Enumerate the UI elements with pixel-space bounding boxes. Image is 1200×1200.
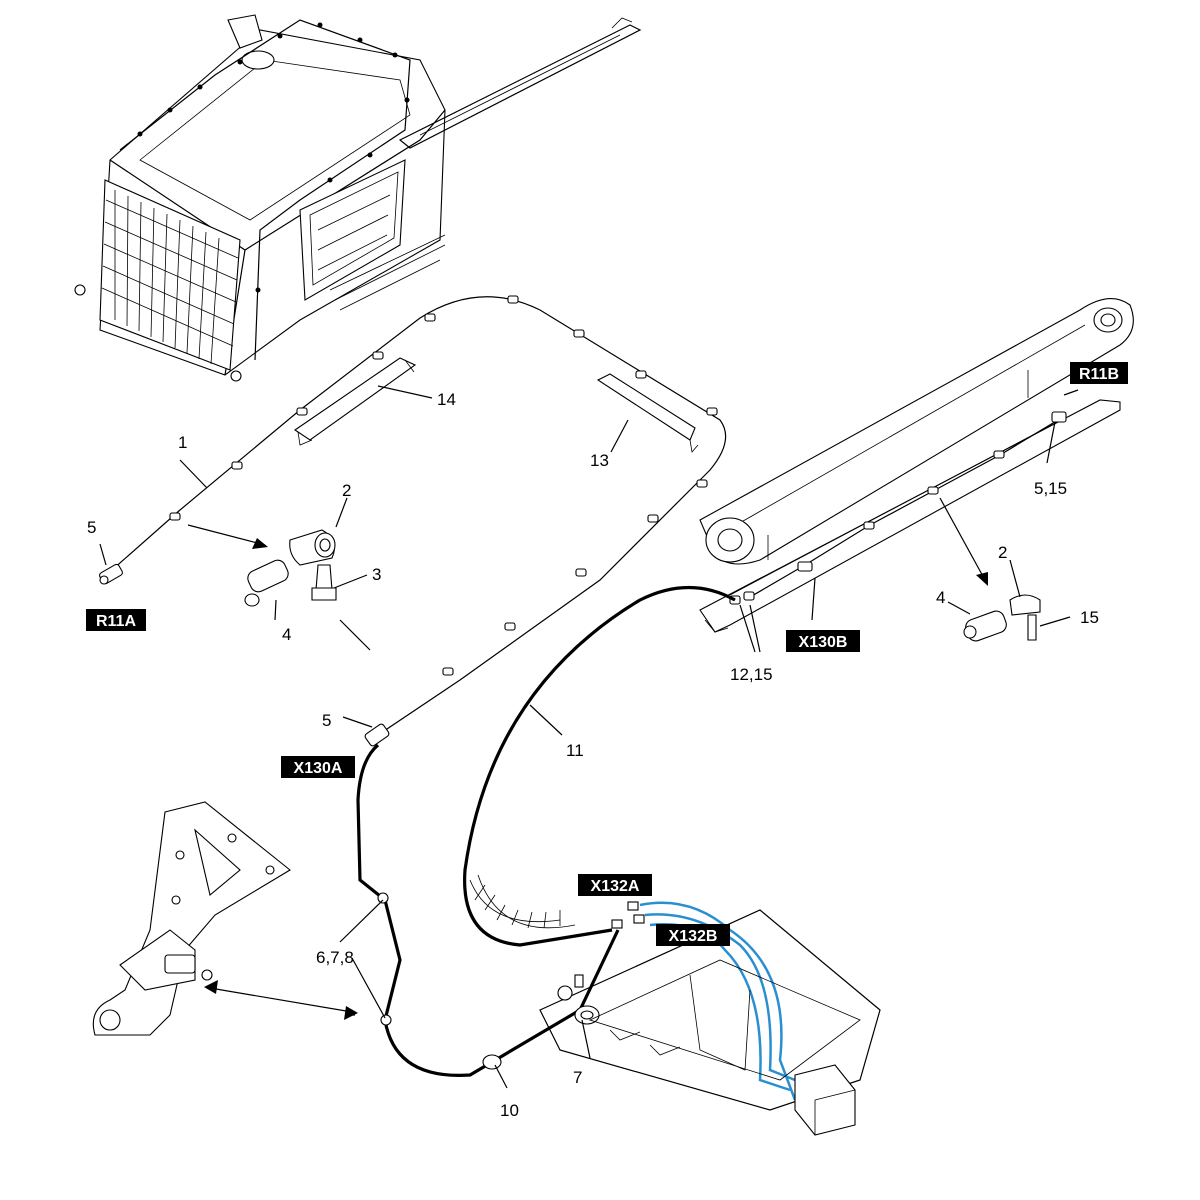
roof-harness-rail bbox=[398, 17, 642, 149]
svg-text:R11A: R11A bbox=[96, 613, 136, 630]
leader-lines bbox=[99, 385, 1079, 1089]
callout-labels: 1 2 3 4 5 14 13 5,15 2 4 15 12,15 5 11 6… bbox=[87, 390, 1099, 1120]
cab-door bbox=[299, 159, 406, 301]
callout-14: 14 bbox=[437, 390, 456, 409]
connector-tags: R11A R11B X130A X130B X132A X132B bbox=[86, 362, 1128, 946]
cover-13 bbox=[596, 373, 699, 453]
callout-11: 11 bbox=[566, 741, 584, 760]
clip-detail-left bbox=[244, 529, 337, 607]
callout-4-right: 4 bbox=[936, 588, 945, 607]
harness-11 bbox=[356, 586, 736, 1077]
callout-1: 1 bbox=[178, 433, 187, 452]
tag-x130a: X130A bbox=[281, 756, 355, 778]
front-grille bbox=[99, 179, 241, 371]
tag-x132a: X132A bbox=[578, 874, 652, 896]
tag-r11a: R11A bbox=[86, 609, 146, 631]
sensor-r11a bbox=[99, 563, 123, 585]
callout-7: 7 bbox=[573, 1068, 582, 1087]
callout-6-7-8: 6,7,8 bbox=[316, 948, 354, 967]
tag-r11b: R11B bbox=[1070, 362, 1128, 384]
harness-bracket bbox=[699, 399, 1121, 633]
clip-detail-right bbox=[963, 594, 1041, 642]
callout-15: 15 bbox=[1080, 608, 1099, 627]
cover-14 bbox=[294, 357, 417, 446]
tag-x130b: X130B bbox=[786, 630, 860, 652]
cab-assembly bbox=[74, 14, 642, 382]
svg-text:X130A: X130A bbox=[294, 760, 343, 777]
tag-x132b: X132B bbox=[656, 924, 730, 946]
callout-5-left: 5 bbox=[87, 518, 96, 537]
mounting-bracket bbox=[92, 801, 291, 1036]
svg-text:R11B: R11B bbox=[1079, 366, 1119, 383]
callout-10: 10 bbox=[500, 1101, 519, 1120]
callout-4-left: 4 bbox=[282, 625, 291, 644]
main-harness bbox=[99, 295, 727, 747]
callout-13: 13 bbox=[590, 451, 609, 470]
svg-text:X130B: X130B bbox=[799, 634, 848, 651]
callout-2-left: 2 bbox=[342, 481, 351, 500]
connector-x130a-plug bbox=[364, 723, 390, 747]
svg-text:X132A: X132A bbox=[591, 878, 640, 895]
callout-2-right: 2 bbox=[998, 543, 1007, 562]
corrugated-conduit bbox=[469, 874, 576, 929]
callout-5-15: 5,15 bbox=[1034, 479, 1067, 498]
callout-5-lower: 5 bbox=[322, 711, 331, 730]
platform-frame bbox=[539, 909, 881, 1136]
svg-text:X132B: X132B bbox=[669, 928, 718, 945]
callout-12-15: 12,15 bbox=[730, 665, 773, 684]
frame-rail bbox=[699, 298, 1134, 565]
callout-3: 3 bbox=[372, 565, 381, 584]
